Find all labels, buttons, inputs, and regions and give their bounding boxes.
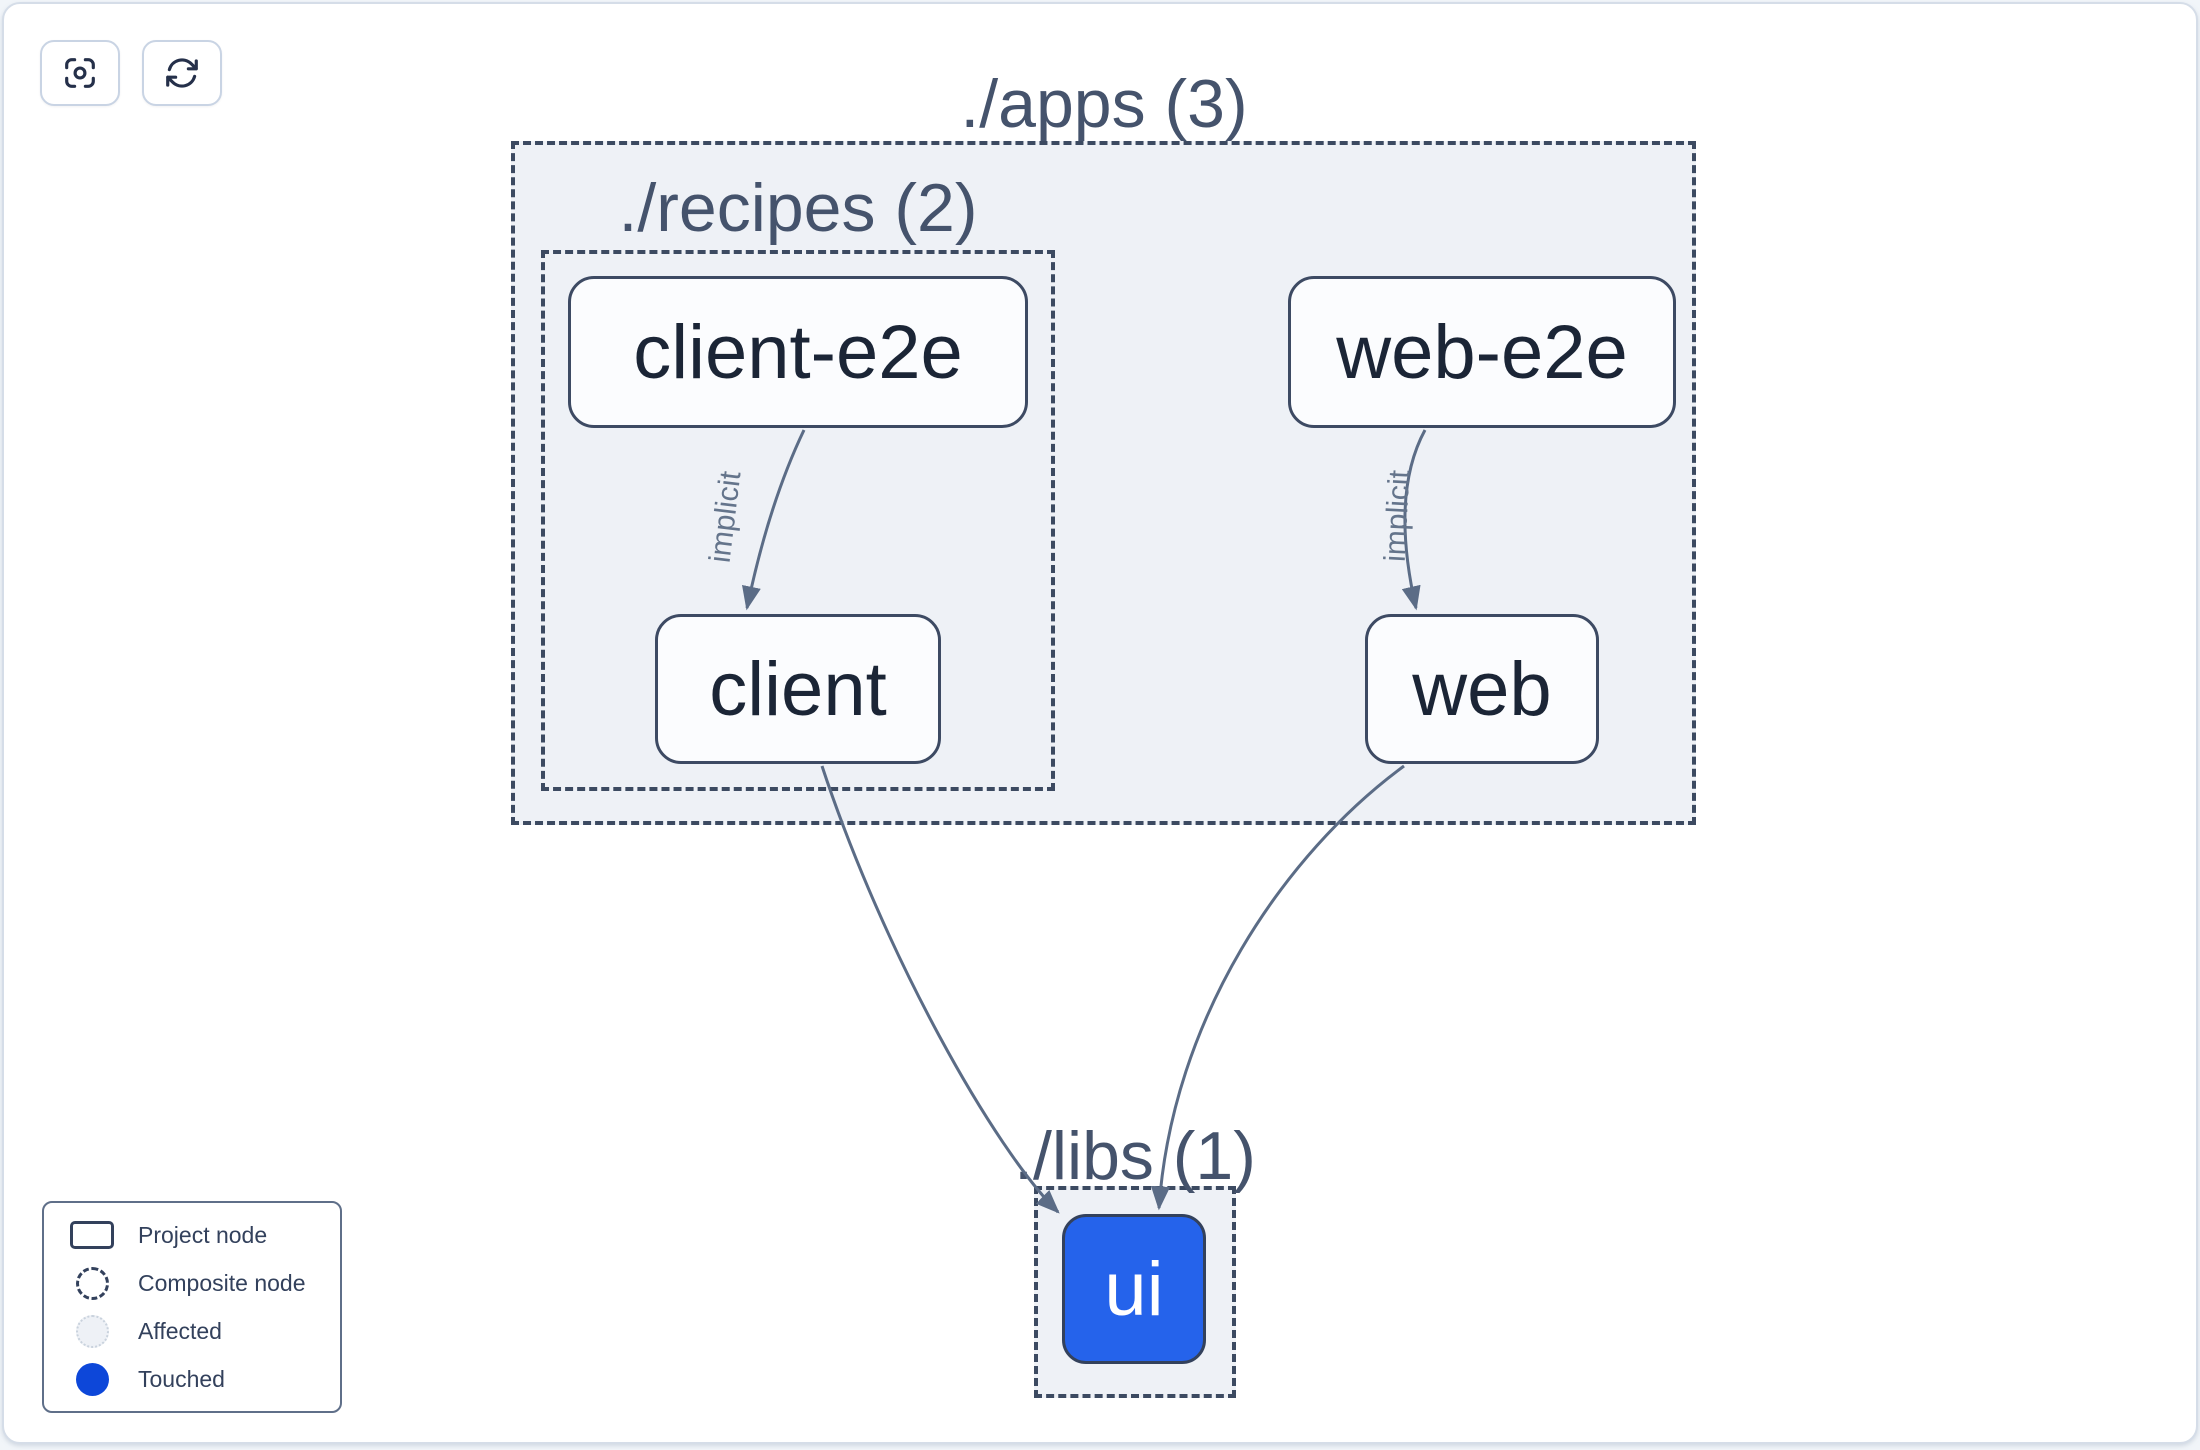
node-label: web (1412, 646, 1552, 732)
legend-label: Affected (138, 1317, 222, 1344)
legend: Project node Composite node Affected Tou… (42, 1201, 342, 1413)
group-title-recipes: ./recipes (2) (618, 170, 978, 246)
legend-item-project-node: Project node (62, 1211, 340, 1259)
node-client[interactable]: client (655, 614, 941, 764)
legend-item-affected: Affected (62, 1307, 340, 1355)
project-node-swatch (70, 1221, 114, 1249)
refresh-icon (166, 58, 198, 88)
node-label: client (709, 646, 887, 732)
legend-label: Touched (138, 1365, 225, 1392)
legend-label: Project node (138, 1221, 268, 1248)
affected-swatch (75, 1314, 109, 1348)
legend-item-composite-node: Composite node (62, 1259, 340, 1307)
legend-label: Composite node (138, 1269, 306, 1296)
node-client-e2e[interactable]: client-e2e (568, 276, 1028, 428)
group-title-libs: ./libs (1) (1014, 1118, 1256, 1194)
node-web[interactable]: web (1365, 614, 1599, 764)
node-label: ui (1104, 1246, 1164, 1332)
focus-icon (65, 58, 95, 88)
refresh-button[interactable] (142, 40, 222, 106)
group-title-apps: ./apps (3) (960, 66, 1248, 142)
legend-item-touched: Touched (62, 1355, 340, 1403)
node-label: client-e2e (633, 309, 963, 395)
toolbar (40, 40, 222, 106)
touched-swatch (75, 1362, 109, 1396)
node-web-e2e[interactable]: web-e2e (1288, 276, 1676, 428)
center-graph-button[interactable] (40, 40, 120, 106)
composite-node-swatch (75, 1266, 109, 1300)
node-ui[interactable]: ui (1062, 1214, 1206, 1364)
node-label: web-e2e (1336, 309, 1628, 395)
